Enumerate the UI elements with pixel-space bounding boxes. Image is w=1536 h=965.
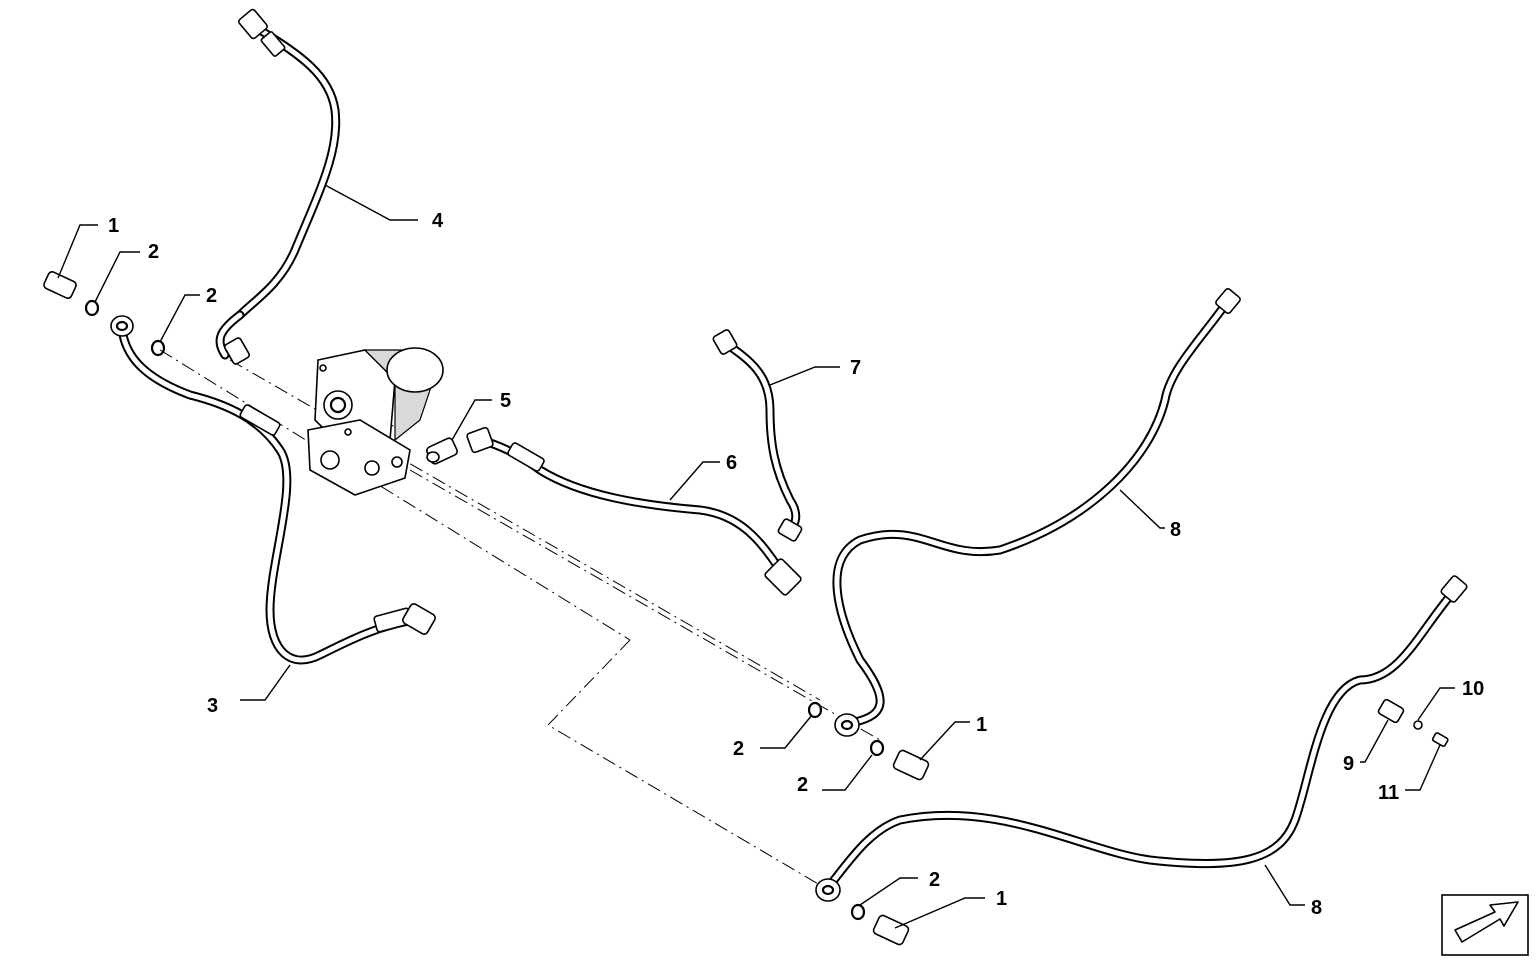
callout-2-top-left-b: 2 (206, 285, 217, 307)
callout-6: 6 (726, 452, 737, 474)
callout-4: 4 (432, 210, 444, 232)
arrow-direction-icon (1441, 894, 1529, 956)
banjo-fitting-3 (110, 315, 134, 337)
banjo-bolt-1-mid (892, 749, 930, 781)
fittings (43, 271, 930, 946)
hose-4 (215, 8, 341, 365)
adapter-5 (426, 437, 458, 465)
callout-1-top-left: 1 (108, 215, 119, 237)
callout-5: 5 (500, 390, 511, 412)
callout-7: 7 (850, 357, 861, 379)
callout-11: 11 (1378, 782, 1399, 804)
banjo-fitting-8-lower (815, 878, 841, 902)
hose-8-lower (815, 575, 1468, 902)
callout-2-mid-b: 2 (797, 774, 808, 796)
pump-assembly (307, 347, 444, 496)
banjo-fitting-8-upper (834, 713, 860, 737)
hose-4-nut-top (238, 8, 268, 40)
callout-1-lower: 1 (996, 888, 1007, 910)
callout-2-mid-a: 2 (733, 738, 744, 760)
washer-2-left-b (150, 339, 166, 357)
hose-3 (110, 315, 436, 665)
clamp-9 (1377, 698, 1405, 724)
hose-6 (466, 426, 802, 596)
callout-labels: 1 2 2 4 5 7 6 8 3 2 2 1 10 9 11 2 1 8 (108, 210, 1484, 919)
callout-2-lower: 2 (929, 869, 940, 891)
leader-lines (57, 184, 1455, 929)
washer-2-mid-b (869, 739, 885, 757)
washer-2-mid-a (807, 701, 823, 719)
washer-2-lower (850, 903, 866, 921)
callout-2-top-left-a: 2 (148, 241, 159, 263)
washer-2-left-a (84, 299, 100, 317)
screw-11 (1431, 732, 1449, 748)
banjo-bolt-1-left (43, 271, 77, 299)
washer-10 (1413, 720, 1423, 730)
callout-10: 10 (1462, 678, 1484, 700)
callout-9: 9 (1343, 753, 1354, 775)
callout-8-upper: 8 (1170, 519, 1181, 541)
hose-7 (712, 329, 803, 542)
banjo-bolt-1-lower (872, 914, 910, 946)
hose-8-upper (832, 287, 1241, 737)
callout-3: 3 (207, 695, 218, 717)
callout-8-lower: 8 (1311, 897, 1322, 919)
callout-1-mid: 1 (976, 714, 987, 736)
